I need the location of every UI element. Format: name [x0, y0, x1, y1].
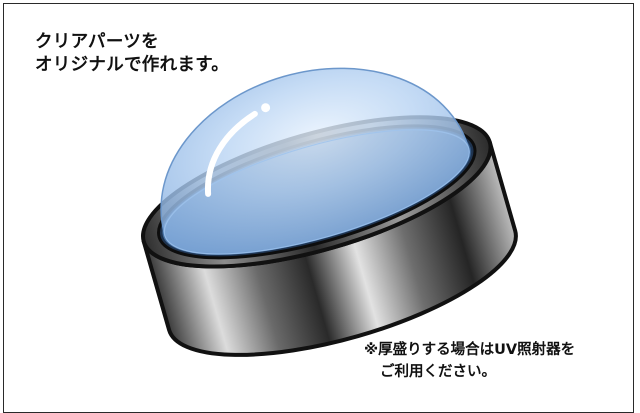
clear-resin-dome: [160, 67, 470, 255]
uv-note: ※厚盛りする場合はUV照射器を ご利用ください。: [364, 339, 575, 383]
headline: クリアパーツを オリジナルで作れます。: [35, 31, 229, 77]
uv-note-line-1: ※厚盛りする場合はUV照射器を: [364, 342, 576, 358]
uv-note-line-2: ご利用ください。: [380, 364, 496, 380]
dome-highlight: [205, 103, 271, 197]
headline-line-1: クリアパーツを: [35, 32, 159, 52]
headline-line-2: オリジナルで作れます。: [35, 55, 230, 75]
